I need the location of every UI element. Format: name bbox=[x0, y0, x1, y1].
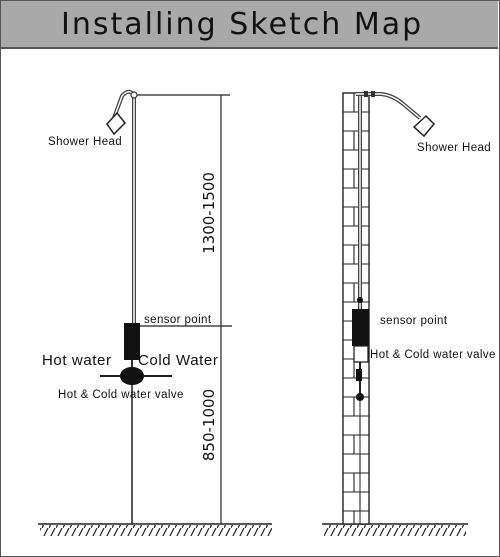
upper-height-dimension: 1300-1500 bbox=[200, 172, 218, 254]
right-sensor-point-label: sensor point bbox=[380, 315, 448, 327]
cold-water-label: Cold Water bbox=[138, 352, 219, 369]
title-bar: Installing Sketch Map bbox=[1, 1, 498, 49]
left-valve-label: Hot & Cold water valve bbox=[58, 389, 184, 401]
left-sensor-point-label: sensor point bbox=[144, 314, 212, 326]
right-shower-pipe bbox=[356, 91, 422, 310]
right-ground bbox=[322, 523, 468, 536]
left-dimension-line bbox=[135, 94, 232, 524]
right-sensor-box bbox=[352, 297, 369, 346]
left-shower-head-label: Shower Head bbox=[48, 136, 123, 148]
left-ground bbox=[38, 523, 272, 536]
left-valve bbox=[100, 360, 172, 524]
lower-height-dimension: 850-1000 bbox=[200, 388, 218, 462]
left-shower-pipe bbox=[112, 89, 138, 324]
left-shower-head-icon bbox=[106, 111, 127, 136]
left-sensor-box bbox=[124, 323, 140, 360]
hot-water-label: Hot water bbox=[42, 352, 112, 369]
brick-wall bbox=[342, 92, 370, 525]
right-shower-head-label: Shower Head bbox=[417, 142, 492, 154]
diagram-title: Installing Sketch Map bbox=[61, 7, 424, 42]
right-shower-head-icon bbox=[412, 114, 436, 138]
right-valve-assembly bbox=[353, 345, 369, 524]
right-valve-label: Hot & Cold water valve bbox=[370, 349, 496, 361]
